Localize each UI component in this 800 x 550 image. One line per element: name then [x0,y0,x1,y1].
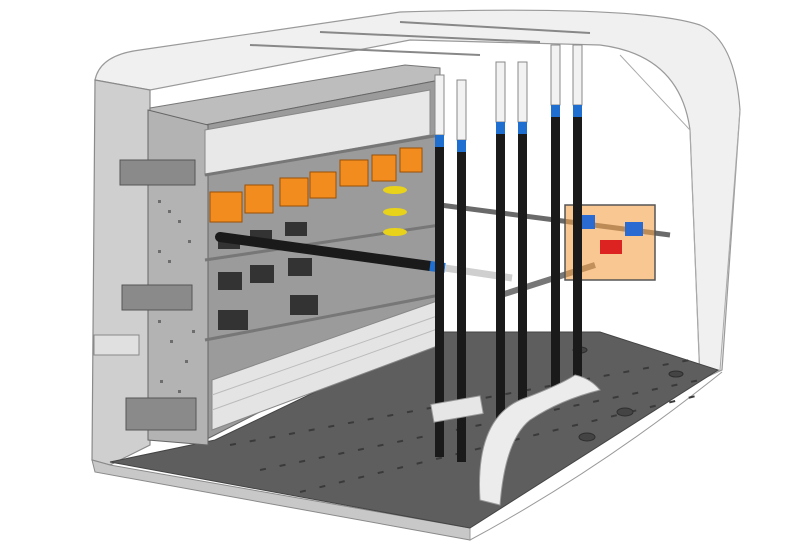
wheel-arch [479,374,601,506]
floor-strap [430,395,484,423]
shelf-side-panel [147,109,209,446]
case-handles [218,222,318,330]
storage-case [209,191,243,223]
storage-case [309,171,337,199]
pole [550,44,561,392]
storage-case [371,154,397,182]
shelf-upper-bin [204,89,431,176]
shelf-divider [204,293,441,342]
pole [434,74,445,457]
yellow-drawer-handles [383,186,407,236]
shelf-divider [204,133,441,177]
pole [517,61,528,409]
horizontal-bar-black [215,232,435,271]
bracket [121,284,193,311]
storage-case [279,177,309,207]
bottom-drawer-ribs [211,314,441,411]
pole [456,79,467,462]
pole [572,44,583,382]
vertical-poles [434,44,583,462]
van-rear-door-frame [469,371,723,541]
storage-case [339,159,369,187]
storage-case [399,147,423,173]
side-handle [93,334,140,356]
pole [495,61,506,419]
van-roof-outline [94,9,741,381]
roof-crossbars [249,21,591,56]
side-brackets [119,159,197,431]
storage-cases [209,147,423,223]
side-panel-holes [158,200,195,393]
bracket [125,397,197,431]
storage-case [244,184,274,214]
bracket [119,159,196,186]
